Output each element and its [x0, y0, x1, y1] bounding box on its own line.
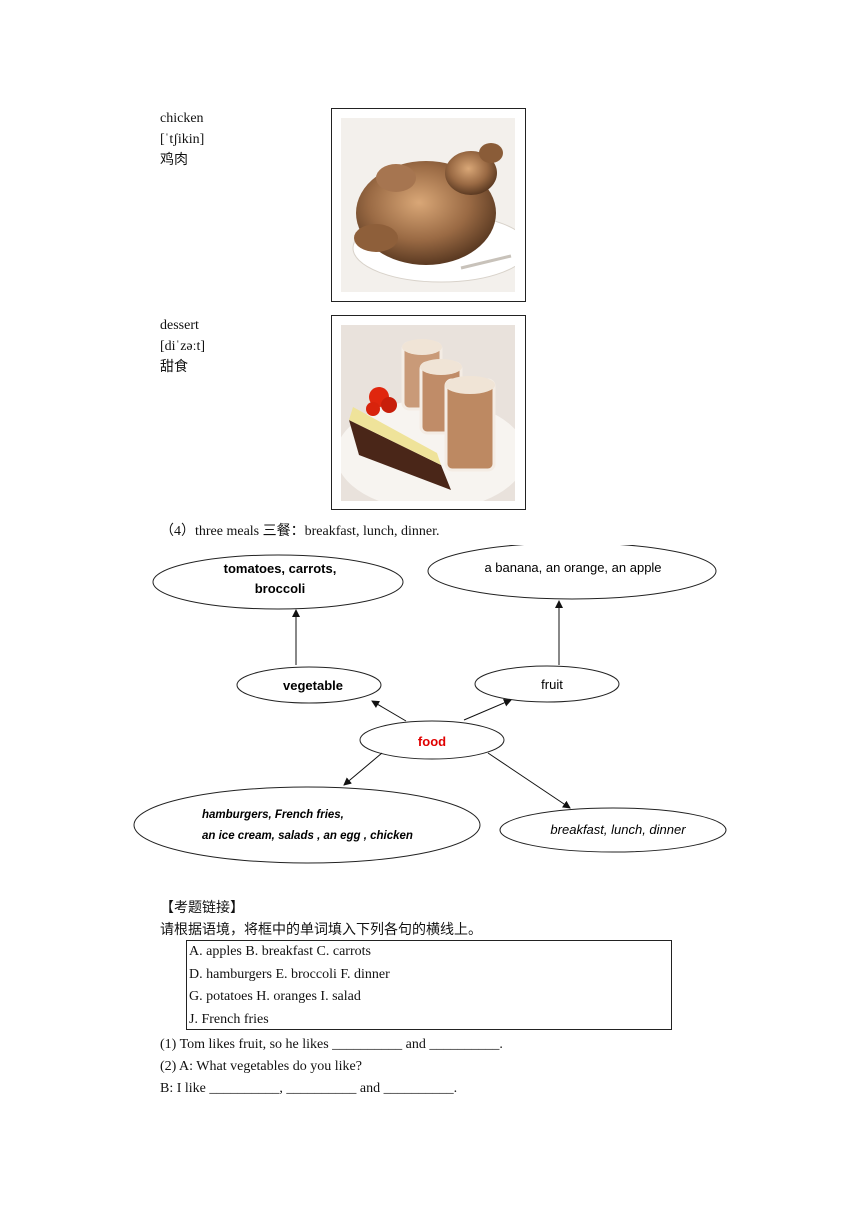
arrow-to-other-foods: [343, 752, 383, 786]
dessert-icon: [341, 325, 515, 501]
vocab-entry-dessert: dessert [diˈzəːt] 甜食: [160, 315, 205, 378]
food-label: food: [418, 734, 446, 749]
word-bank-line: J. French fries: [189, 1011, 269, 1027]
vocab-meaning: 甜食: [160, 360, 188, 375]
dessert-image: [331, 315, 526, 510]
food-node: [359, 720, 505, 760]
word-bank-line: G. potatoes H. oranges I. salad: [189, 989, 361, 1004]
word-bank-line: D. hamburgers E. broccoli F. dinner: [189, 966, 390, 982]
exam-heading: 【考题链接】: [160, 901, 244, 916]
word-bank-box: A. apples B. breakfast C. carrots D. ham…: [186, 940, 672, 1030]
section-heading: （4）three meals 三餐：breakfast, lunch, dinn…: [160, 524, 440, 539]
exam-instruction: 请根据语境，将框中的单词填入下列各句的横线上。: [160, 923, 482, 938]
vocab-meaning: 鸡肉: [160, 153, 188, 168]
chicken-image: [331, 108, 526, 302]
fruit-examples-text: a banana, an orange, an apple: [484, 560, 661, 575]
question-1: (1) Tom likes fruit, so he likes _______…: [160, 1037, 503, 1052]
arrow-to-vegetable: [371, 700, 407, 722]
word-bank-line: A. apples B. breakfast C. carrots: [189, 944, 371, 959]
arrow-to-fruit: [463, 699, 512, 721]
other-foods-line1: hamburgers, French fries,: [202, 809, 344, 821]
vegetable-label: vegetable: [283, 678, 343, 693]
other-foods-node: [133, 786, 481, 864]
food-mindmap: tomatoes, carrots, broccoli a banana, an…: [133, 545, 727, 864]
roast-chicken-icon: [341, 118, 515, 292]
meals-node: [499, 807, 727, 853]
vegetable-examples-line2: broccoli: [255, 581, 306, 596]
vocab-word: dessert: [160, 318, 199, 333]
fruit-node: [474, 665, 620, 703]
arrow-to-meals: [487, 752, 571, 809]
vegetable-node: [236, 666, 382, 704]
fruit-label: fruit: [541, 677, 563, 692]
question-2-answer: B: I like __________, __________ and ___…: [160, 1081, 458, 1096]
vocab-entry-chicken: chicken [ˈtʃikin] 鸡肉: [160, 108, 204, 171]
fruit-examples-node: [427, 545, 717, 600]
vegetable-examples-line1: tomatoes, carrots,: [224, 561, 337, 576]
vocab-phonetic: [ˈtʃikin]: [160, 132, 205, 147]
vegetable-examples-node: [152, 554, 404, 610]
vocab-word: chicken: [160, 111, 204, 126]
question-2: (2) A: What vegetables do you like?: [160, 1059, 362, 1074]
other-foods-line2: an ice cream, salads , an egg , chicken: [202, 830, 413, 842]
meals-label: breakfast, lunch, dinner: [550, 822, 686, 837]
vocab-phonetic: [diˈzəːt]: [160, 339, 206, 354]
